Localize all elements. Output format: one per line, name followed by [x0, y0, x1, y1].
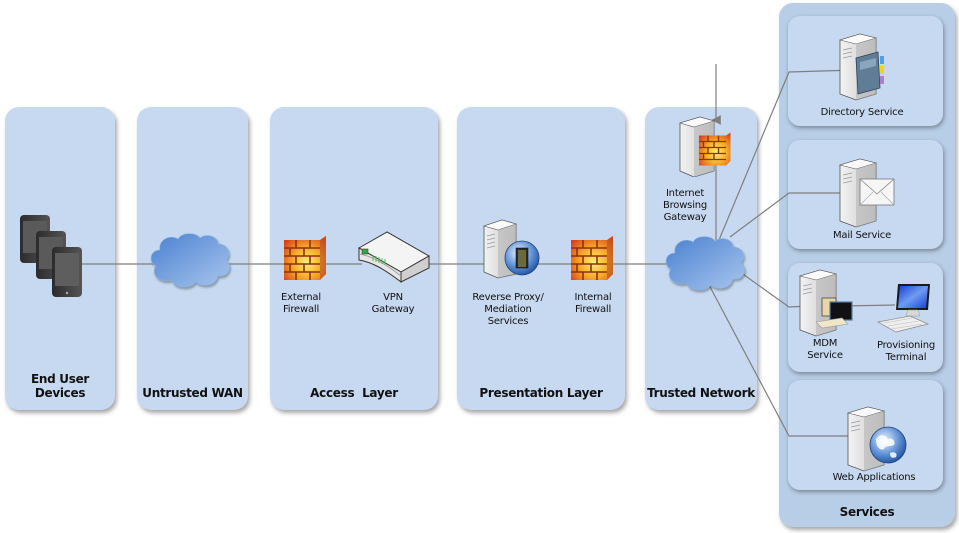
web-applications-server-icon: [846, 406, 907, 472]
external-firewall-icon: [284, 236, 326, 280]
provisioning-terminal-icon: [876, 284, 930, 333]
external-firewall-label: External Firewall: [281, 292, 321, 315]
mail-server-icon: [838, 158, 895, 228]
directory-server-icon: [838, 33, 884, 101]
zone-label: Trusted Network: [647, 386, 755, 400]
reverse-proxy-server-icon: [482, 219, 540, 279]
mobile-phones-icon: [20, 215, 82, 297]
mail-service-label: Mail Service: [832, 230, 892, 241]
zone-label: Access Layer: [310, 386, 398, 400]
mdm-server-icon: [798, 269, 853, 337]
internal-firewall-label: Internal Firewall: [574, 292, 612, 315]
internal-firewall-icon: [571, 236, 613, 280]
internet-gateway-server-icon: [678, 116, 731, 177]
provisioning-terminal-label: Provisioning Terminal: [876, 340, 936, 363]
vpn-gateway-label: VPN Gateway: [371, 292, 415, 315]
link-cloud-directory: [718, 69, 856, 241]
vpn-gateway-icon: [357, 231, 431, 284]
mdm-service-label: MDM Service: [807, 338, 843, 361]
zone-label: Untrusted WAN: [142, 386, 243, 400]
untrusted-wan-cloud-icon: [150, 233, 230, 288]
link-cloud-mail: [729, 192, 855, 238]
zone-label: Services: [839, 505, 895, 519]
internet-gateway-label: Internet Browsing Gateway: [662, 188, 708, 223]
web-applications-label: Web Applications: [832, 472, 916, 483]
zone-label: Presentation Layer: [479, 386, 603, 400]
link-cloud-web: [707, 282, 860, 437]
trusted-network-cloud-icon: [665, 236, 745, 291]
reverse-proxy-label: Reverse Proxy/ Mediation Services: [472, 292, 544, 327]
directory-service-label: Directory Service: [820, 107, 904, 118]
zone-label: End User Devices: [30, 372, 90, 400]
